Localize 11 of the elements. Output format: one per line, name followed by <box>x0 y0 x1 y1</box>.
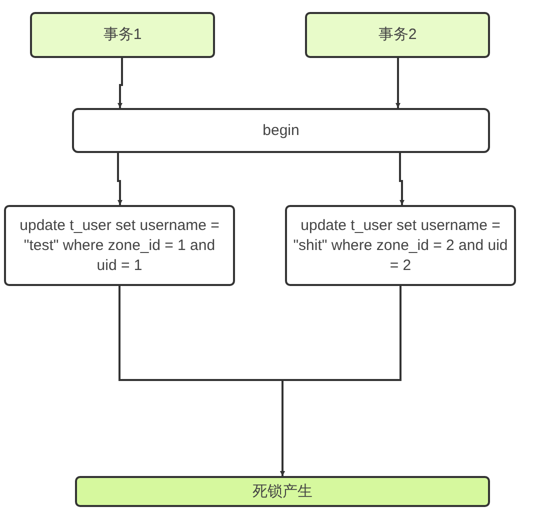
process-box: begin <box>72 108 490 153</box>
process-box: update t_user set username = "test" where zone_id = 1 and uid = 1 <box>4 205 235 286</box>
arrow <box>399 153 404 205</box>
arrow <box>280 286 402 476</box>
arrow <box>396 58 400 108</box>
process-box: update t_user set username = "shit" where zone_id = 2 and uid = 2 <box>285 205 516 286</box>
transaction-box: 事务1 <box>30 12 215 58</box>
result-box: 死锁产生 <box>75 476 490 507</box>
arrow <box>118 58 123 108</box>
arrow <box>117 153 122 205</box>
transaction-box: 事务2 <box>305 12 490 58</box>
